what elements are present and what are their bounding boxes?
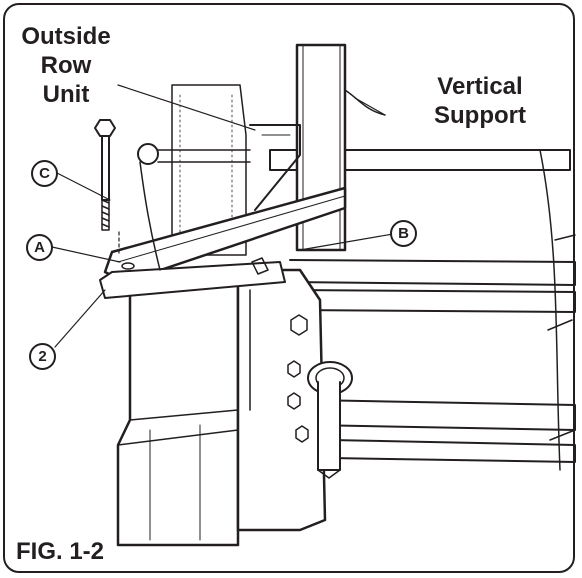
label-outside-row-unit: Outside Row Unit bbox=[6, 22, 126, 109]
label-line-support: Support bbox=[434, 102, 526, 129]
label-vertical-support: Vertical Support bbox=[410, 72, 550, 130]
figure-caption: FIG. 1-2 bbox=[16, 538, 105, 565]
label-line-vertical: Vertical bbox=[437, 73, 523, 100]
label-line-outside: Outside bbox=[21, 23, 111, 50]
mounting-strap bbox=[99, 261, 286, 299]
label-line-row: Row bbox=[40, 52, 92, 79]
bolt-c bbox=[94, 119, 120, 256]
clip-b bbox=[251, 257, 269, 275]
bracket-plate bbox=[236, 268, 327, 532]
label-line-unit: Unit bbox=[42, 81, 90, 108]
pivot-bolt bbox=[307, 361, 353, 479]
callout-c: C bbox=[31, 160, 58, 187]
callout-a: A bbox=[26, 234, 53, 261]
wrench-tool bbox=[137, 143, 251, 271]
callout-b: B bbox=[390, 220, 417, 247]
leader-lines bbox=[51, 84, 394, 348]
callout-2: 2 bbox=[29, 343, 56, 370]
row-unit-body bbox=[116, 84, 247, 547]
